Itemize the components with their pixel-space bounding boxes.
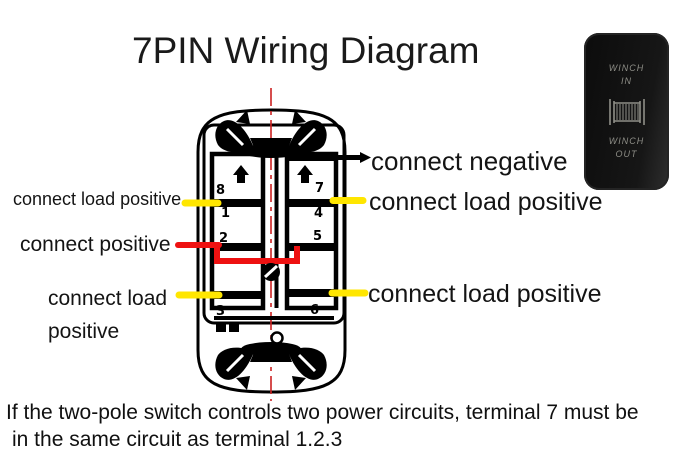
terminal-number: 5 <box>313 229 322 244</box>
switch-bezel <box>202 123 346 325</box>
terminal-plate-right <box>284 151 339 311</box>
rocker-switch-photo: WINCH IN WINCH OUT <box>584 33 669 190</box>
rocker-out-text: OUT <box>615 149 638 159</box>
rocker-in-text: IN <box>621 76 632 86</box>
label-line-1: connect load <box>48 287 168 310</box>
terminal-number: 6 <box>310 303 319 318</box>
top-mount-wings <box>215 110 327 158</box>
terminal-number: 1 <box>221 206 230 221</box>
footnote-line-1: If the two-pole switch controls two powe… <box>6 401 639 424</box>
rocker-winch-text: WINCH <box>608 62 645 73</box>
terminal-number: 7 <box>315 181 324 196</box>
rocker-winch-text-2: WINCH <box>608 135 645 146</box>
winch-drum-icon <box>608 98 645 125</box>
label-connect-load-positive-top-left: connect load positive <box>13 189 182 209</box>
up-arrow-right <box>297 165 313 183</box>
up-arrow-left <box>233 165 249 183</box>
label-connect-negative: connect negative <box>371 146 568 176</box>
footnote: If the two-pole switch controls two powe… <box>6 399 639 454</box>
terminal-numbers: 8 1 2 3 7 4 5 6 <box>216 181 324 319</box>
label-connect-load-positive-bottom-right: connect load positive <box>368 280 602 308</box>
rocker-top-label: WINCH IN <box>609 62 645 89</box>
bottom-tab-1 <box>216 323 226 332</box>
label-connect-load-positive-top-right: connect load positive <box>369 188 603 216</box>
terminal-number: 2 <box>219 231 228 246</box>
page-title: 7PIN Wiring Diagram <box>132 30 480 71</box>
terminal-number: 3 <box>216 304 225 319</box>
label-connect-load-positive-bottom-left: connect load positive <box>48 283 188 348</box>
negative-wire-arrow <box>360 152 371 163</box>
bottom-mount-wings <box>215 342 327 390</box>
bottom-tab-2 <box>229 323 239 332</box>
bottom-small-screw <box>270 331 284 345</box>
footnote-line-2: in the same circuit as terminal 1.2.3 <box>12 428 343 452</box>
load-positive-wires <box>175 197 369 299</box>
positive-wire <box>175 242 300 264</box>
label-line-2: positive <box>48 319 120 343</box>
label-connect-positive: connect positive <box>20 233 171 256</box>
terminal-number: 4 <box>314 206 323 221</box>
rocker-bottom-label: WINCH OUT <box>609 135 645 162</box>
terminal-number: 8 <box>216 183 225 198</box>
